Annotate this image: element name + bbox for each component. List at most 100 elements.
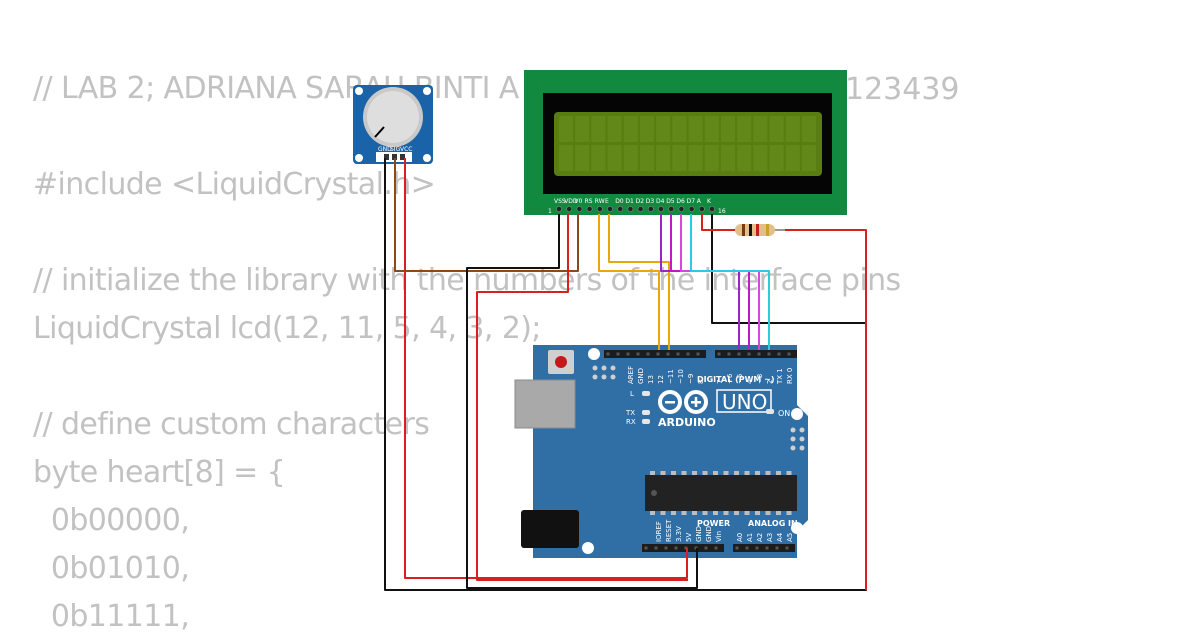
analog-header-pin[interactable] xyxy=(765,546,769,550)
digital-header-pin[interactable] xyxy=(747,352,751,356)
chip-pin xyxy=(744,511,750,515)
analog-header-pin[interactable] xyxy=(775,546,779,550)
lcd-char-cell xyxy=(623,145,638,171)
pot-pin-gnd[interactable] xyxy=(384,154,389,160)
digital-header-pin[interactable] xyxy=(636,352,640,356)
wire-red-anode[interactable] xyxy=(701,214,735,231)
lcd-pin[interactable] xyxy=(596,206,603,212)
chip-pin xyxy=(765,471,771,475)
digital-header-pin[interactable] xyxy=(727,352,731,356)
reset-button[interactable] xyxy=(555,356,567,368)
lcd-char-cell xyxy=(688,116,703,142)
digital-header[interactable] xyxy=(604,350,797,358)
lcd-pin[interactable] xyxy=(617,206,624,212)
digital-header-pin[interactable] xyxy=(616,352,620,356)
lcd-pin[interactable] xyxy=(556,206,562,212)
chip-pin xyxy=(765,511,771,515)
power-header-pin[interactable] xyxy=(664,546,668,550)
digital-header-pin[interactable] xyxy=(656,352,660,356)
power-header-pin[interactable] xyxy=(714,546,718,550)
digital-header-pin[interactable] xyxy=(676,352,680,356)
lcd-pin[interactable] xyxy=(637,206,644,212)
digital-header-pin[interactable] xyxy=(757,352,761,356)
lcd-character-grid xyxy=(559,116,816,171)
lcd-char-cell xyxy=(607,116,622,142)
power-header-pin[interactable] xyxy=(644,546,648,550)
lcd-char-cell xyxy=(737,116,752,142)
lcd-pin[interactable] xyxy=(678,206,685,212)
digital-header-pin[interactable] xyxy=(767,352,771,356)
power-header[interactable] xyxy=(642,544,724,552)
icsp-pin xyxy=(601,365,607,371)
wire-brown-v0[interactable] xyxy=(394,158,579,272)
digital-header-pin[interactable] xyxy=(787,352,791,356)
lcd-pin[interactable] xyxy=(586,206,593,212)
lcd-pin-label: D1 xyxy=(625,198,634,205)
lcd-pin[interactable] xyxy=(709,206,715,212)
potentiometer[interactable]: GND SIG VCC xyxy=(353,85,433,164)
chip-pin xyxy=(660,511,666,515)
wire-cyan-d7[interactable] xyxy=(690,214,770,350)
wire-red-resistor[interactable] xyxy=(785,229,867,590)
digital-header-pin[interactable] xyxy=(666,352,670,356)
wire-red-vdd[interactable] xyxy=(476,214,688,581)
digital-header-pin[interactable] xyxy=(606,352,610,356)
power-header-pin[interactable] xyxy=(674,546,678,550)
pot-pin-label: SIG xyxy=(390,146,401,153)
digital-header-pin[interactable] xyxy=(626,352,630,356)
digital-header-pin[interactable] xyxy=(696,352,700,356)
lcd-pin[interactable] xyxy=(688,206,695,212)
digitalpin-label: ~10 xyxy=(677,369,685,384)
lcd-pin-label: A xyxy=(697,198,702,205)
analog-header-pin[interactable] xyxy=(745,546,749,550)
pot-pin-vcc[interactable] xyxy=(400,154,405,160)
analog-header-pin[interactable] xyxy=(785,546,789,550)
chip-pin xyxy=(755,471,760,475)
lcd-char-cell xyxy=(656,116,671,142)
wire-orange-rs[interactable] xyxy=(598,214,660,350)
lcd-char-cell xyxy=(559,145,573,171)
wire-orange-e[interactable] xyxy=(608,214,670,350)
on-led xyxy=(766,409,774,414)
lcd-pin[interactable] xyxy=(668,206,675,212)
power-header-label: POWER xyxy=(697,519,730,528)
analog-header[interactable] xyxy=(733,544,795,552)
analogpin-label: A5 xyxy=(786,533,794,542)
lcd-pin-label: E xyxy=(605,198,609,205)
digitalpin-label: 4 xyxy=(746,379,754,384)
pot-knob[interactable] xyxy=(367,91,419,143)
lcd-pin[interactable] xyxy=(627,206,634,212)
power-header-pin[interactable] xyxy=(654,546,658,550)
lcd-char-cell xyxy=(802,116,816,142)
digital-header-pin[interactable] xyxy=(646,352,650,356)
digital-header-pin[interactable] xyxy=(686,352,690,356)
digital-header-pin[interactable] xyxy=(737,352,741,356)
powerpin-label: GND xyxy=(695,526,703,542)
led-label: RX xyxy=(626,418,636,426)
analog-header-pin[interactable] xyxy=(755,546,759,550)
digital-header-pin[interactable] xyxy=(777,352,781,356)
icsp-pin xyxy=(799,436,805,442)
wire-black-vss[interactable] xyxy=(466,214,698,589)
lcd-pin[interactable] xyxy=(647,206,654,212)
power-header-pin[interactable] xyxy=(704,546,708,550)
wire-purple-d4[interactable] xyxy=(660,214,740,350)
icsp-pin xyxy=(799,445,805,451)
pot-pin-sig[interactable] xyxy=(392,154,397,160)
lcd-pin[interactable] xyxy=(698,206,705,212)
lcd-char-cell xyxy=(769,145,784,171)
lcd-pin[interactable] xyxy=(658,206,664,212)
lcd-pin[interactable] xyxy=(566,206,573,212)
lcd-pin[interactable] xyxy=(576,206,583,212)
analog-header-pin[interactable] xyxy=(735,546,739,550)
digital-header-pin[interactable] xyxy=(717,352,721,356)
lcd-pin-last-label: 16 xyxy=(718,208,726,215)
digitalpin-label: 13 xyxy=(647,375,655,384)
wire-red-vcc[interactable] xyxy=(404,158,688,579)
wires[interactable] xyxy=(384,158,867,591)
lcd-pin[interactable] xyxy=(607,206,613,212)
